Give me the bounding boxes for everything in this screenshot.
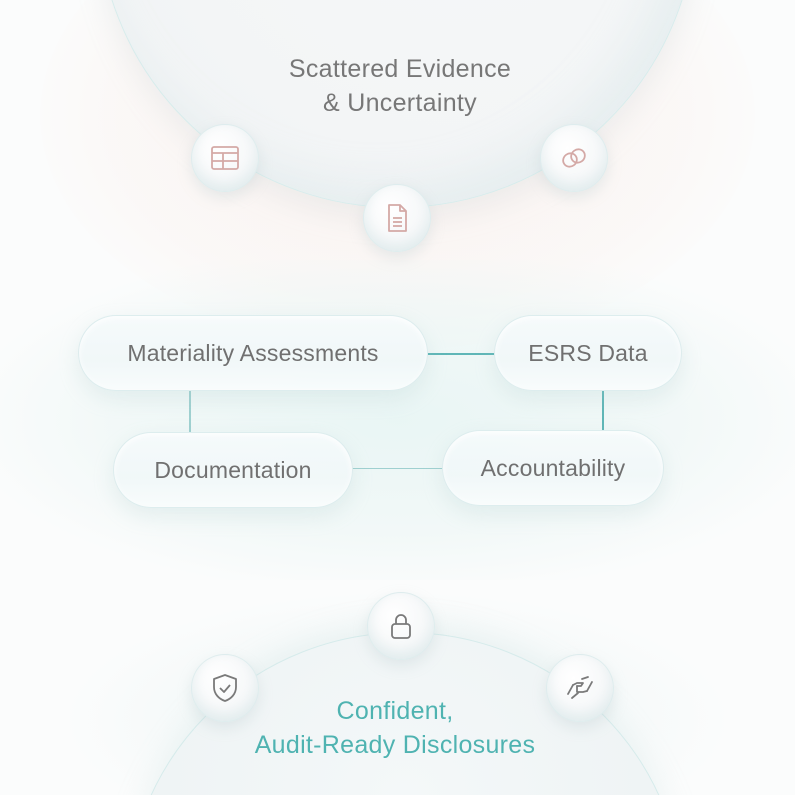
lock-icon — [391, 614, 411, 639]
title-line-2: Audit-Ready Disclosures — [254, 731, 536, 759]
table-icon — [211, 146, 239, 170]
node-label: ESRS Data — [528, 339, 648, 366]
connector-esrs-accountability — [602, 391, 604, 431]
document-icon — [388, 204, 407, 232]
shield-check-icon — [213, 674, 237, 702]
scattered-evidence-title: Scattered Evidence & Uncertainty — [200, 52, 600, 120]
title-line-2: & Uncertainty — [323, 89, 477, 117]
node-esrs-data: ESRS Data — [494, 315, 682, 391]
node-documentation: Documentation — [113, 432, 353, 508]
middle-background-glow — [0, 260, 795, 580]
node-accountability: Accountability — [442, 430, 664, 506]
audit-ready-title: Confident, Audit-Ready Disclosures — [195, 694, 595, 762]
title-line-1: Scattered Evidence — [288, 55, 512, 83]
node-label: Accountability — [480, 454, 626, 481]
link-bubble — [540, 124, 608, 192]
lock-bubble — [367, 592, 435, 660]
table-bubble — [191, 124, 259, 192]
connector-materiality-esrs — [428, 353, 494, 355]
handshake-bubble — [546, 654, 614, 722]
link-icon — [562, 148, 586, 168]
title-line-1: Confident, — [336, 697, 454, 725]
connector-materiality-documentation — [189, 390, 191, 433]
shield-bubble — [191, 654, 259, 722]
node-materiality-assessments: Materiality Assessments — [78, 315, 428, 391]
node-label: Materiality Assessments — [127, 339, 379, 366]
document-bubble — [363, 184, 431, 252]
connector-documentation-accountability — [352, 468, 442, 469]
node-label: Documentation — [154, 456, 312, 483]
handshake-icon — [567, 676, 593, 699]
